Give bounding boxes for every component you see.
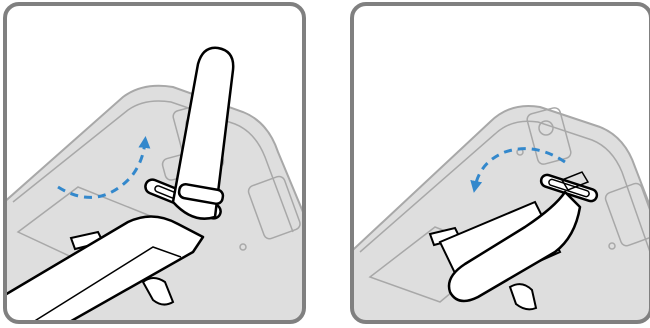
strap-latch (69, 230, 175, 306)
strap-lower-band (5, 215, 205, 322)
strap-lower-inner (32, 246, 182, 322)
step-2-frame (350, 2, 650, 324)
device-camera-lens (538, 120, 554, 136)
strap-buckle-link (560, 171, 590, 191)
step-1-frame (3, 2, 306, 324)
device-body (352, 105, 650, 322)
step-2-panel (350, 2, 650, 324)
strap-keeper (177, 182, 225, 206)
strap-buckle-slot (548, 178, 590, 198)
fold-direction-arrow (470, 147, 566, 193)
device-small-dot (608, 242, 616, 250)
step-2-illustration (350, 2, 650, 324)
device-side-window (247, 175, 301, 240)
strap-raised (171, 46, 235, 220)
step-1-illustration (3, 2, 306, 324)
device-camera-module (526, 107, 572, 165)
device-small-dot (239, 243, 247, 251)
step-1-panel (3, 2, 306, 324)
strap-latch (428, 226, 538, 311)
strap-folded (447, 190, 582, 303)
